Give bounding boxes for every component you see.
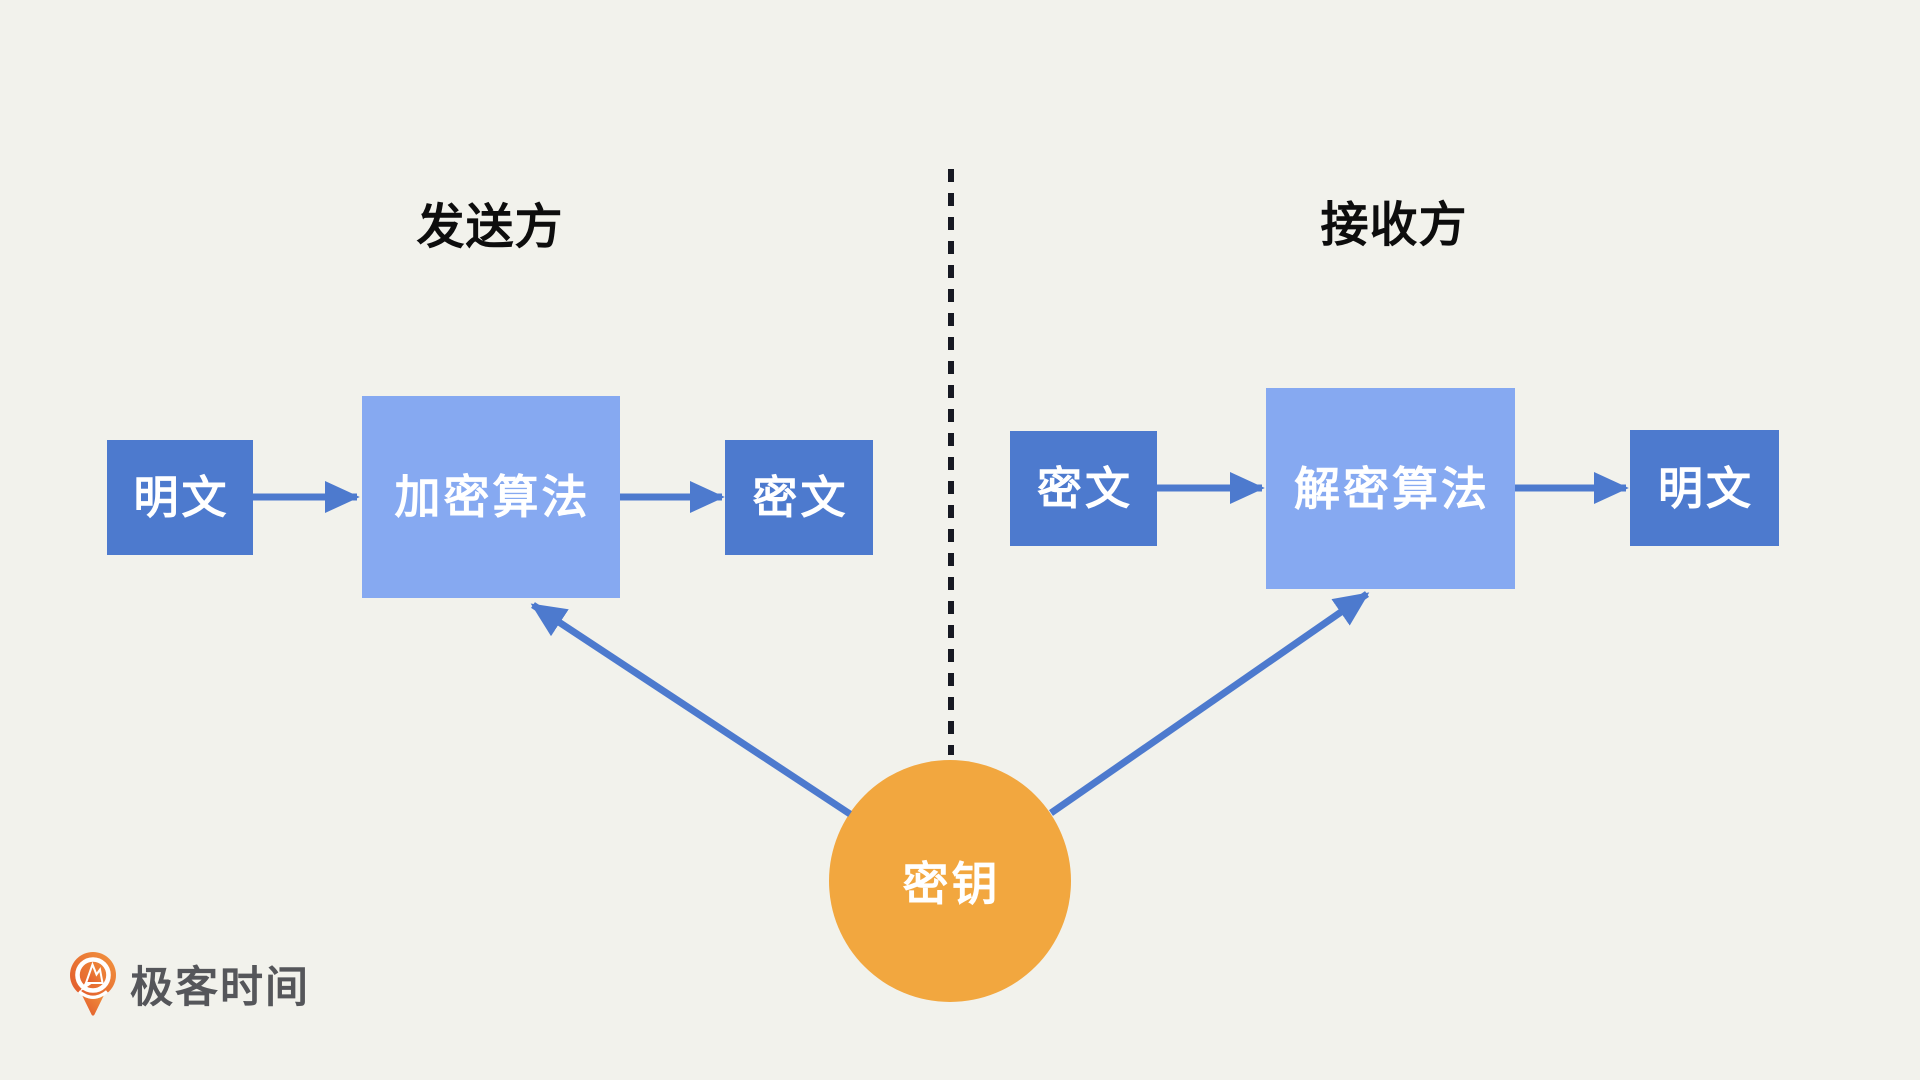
node-receiver-ciphertext: 密文 bbox=[1010, 431, 1157, 546]
node-secret-key: 密钥 bbox=[829, 760, 1071, 1002]
node-encryption-algorithm: 加密算法 bbox=[362, 396, 620, 598]
node-decryption-algorithm: 解密算法 bbox=[1266, 388, 1515, 589]
geektime-logo: 极客时间 bbox=[70, 951, 310, 1017]
node-sender-ciphertext: 密文 bbox=[725, 440, 873, 555]
geektime-logo-icon bbox=[70, 952, 116, 1016]
arrow-key-to-encrypt bbox=[530, 602, 852, 817]
node-sender-plaintext: 明文 bbox=[107, 440, 253, 555]
receiver-section-title: 接收方 bbox=[1320, 199, 1468, 252]
dashed-divider-line bbox=[948, 169, 954, 755]
arrow-key-to-decrypt bbox=[1049, 591, 1370, 816]
node-receiver-plaintext: 明文 bbox=[1630, 430, 1779, 546]
sender-section-title: 发送方 bbox=[416, 201, 564, 254]
geektime-logo-text: 极客时间 bbox=[130, 964, 310, 1012]
